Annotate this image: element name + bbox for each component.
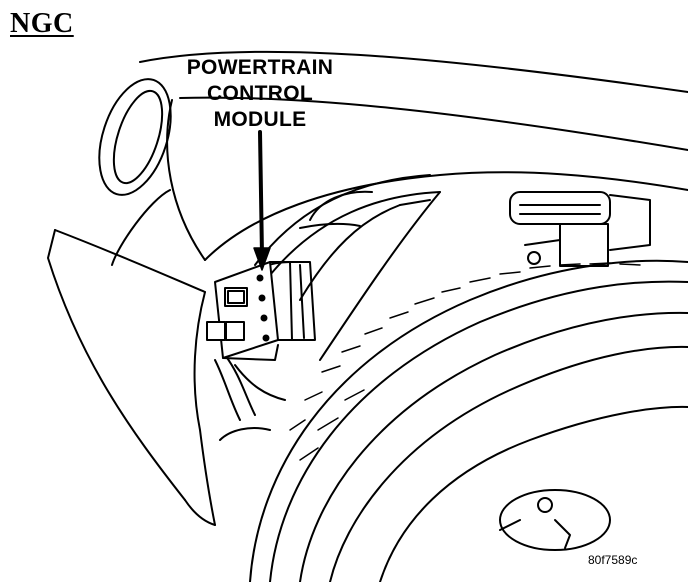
callout-line-2: CONTROL	[207, 82, 313, 105]
wheel-hub	[499, 489, 611, 551]
wheel-housing	[254, 174, 441, 361]
figure-number: 80f7589c	[588, 553, 638, 567]
arrow-pointer	[253, 130, 271, 271]
front-tire	[249, 259, 688, 582]
component-callout: POWERTRAIN CONTROL MODULE	[170, 55, 350, 133]
callout-line-1: POWERTRAIN	[186, 56, 334, 79]
powertrain-control-module-icon	[206, 261, 316, 361]
model-code-label: NGC	[10, 8, 74, 39]
callout-line-3: MODULE	[213, 108, 307, 131]
headlamp	[98, 78, 172, 196]
tire-tread	[289, 262, 641, 461]
strut-assembly	[509, 191, 651, 267]
